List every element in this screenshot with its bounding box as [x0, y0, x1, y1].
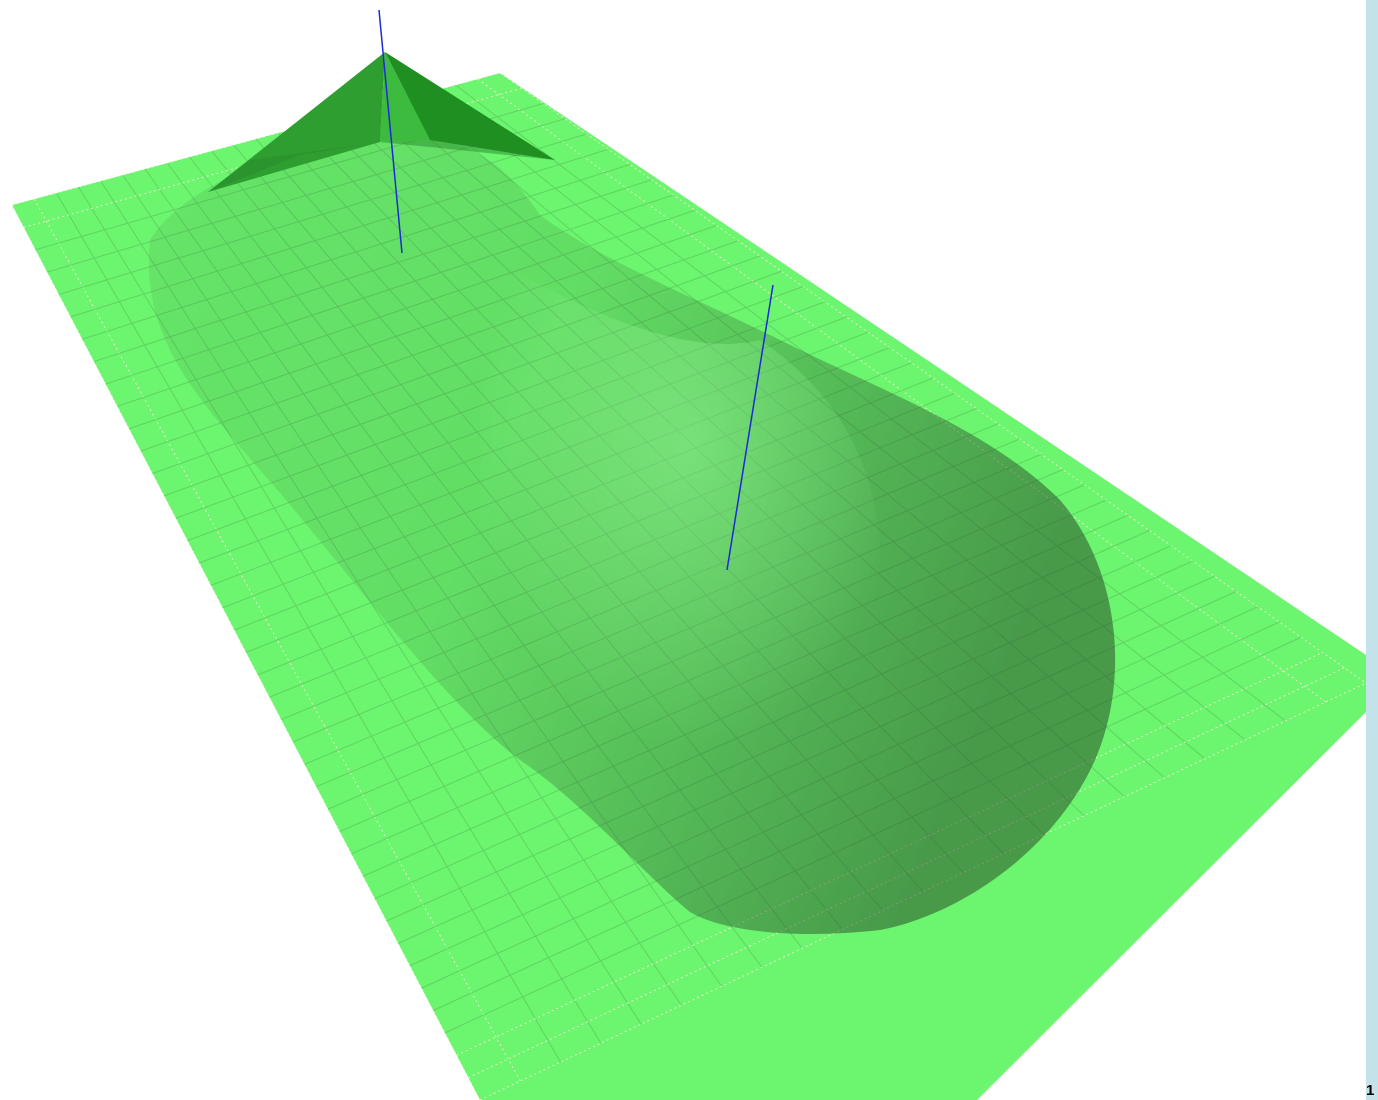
grid-line: [12, 204, 481, 1100]
peak-pyramid: [208, 52, 555, 192]
grid-line: [456, 652, 1323, 1056]
peak-axis-line-2: [726, 284, 774, 571]
grid-line: [499, 73, 1366, 684]
grid-line: [479, 682, 1366, 1100]
corner-label: 1: [1366, 1082, 1375, 1099]
surface-highlight: [480, 250, 880, 800]
peak-axis-line-1: [378, 9, 403, 254]
grid-line: [468, 667, 1345, 1079]
side-panel: [1366, 0, 1378, 1100]
